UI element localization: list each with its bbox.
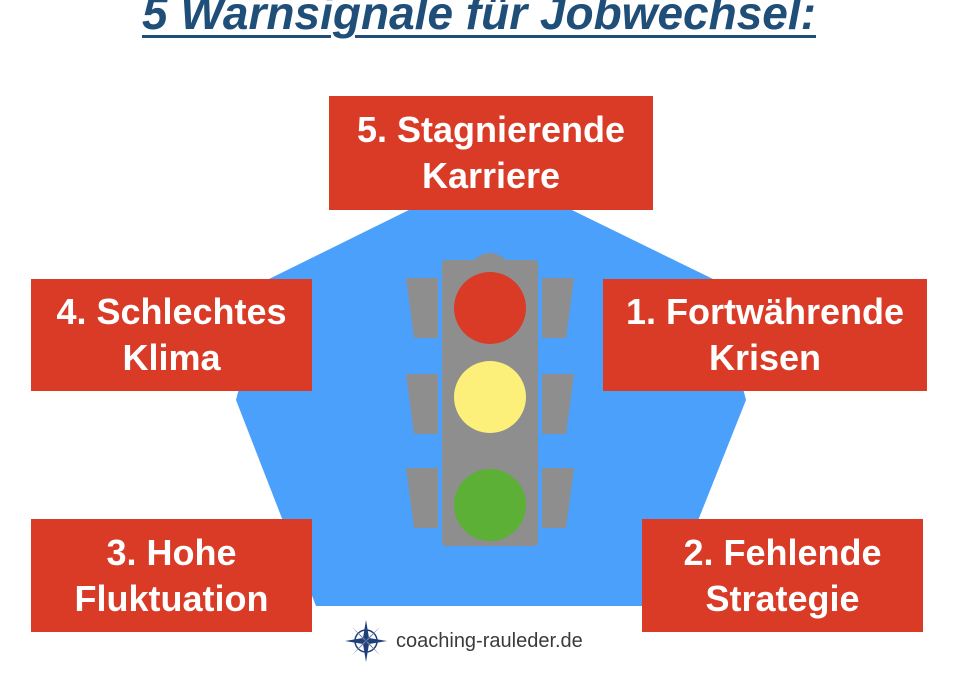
signal-2-line2: Strategie	[705, 577, 860, 619]
signal-4-line2: Klima	[122, 337, 221, 378]
signal-box-2: 2. Fehlende Strategie	[642, 519, 923, 632]
signal-box-1: 1. Fortwährende Krisen	[603, 279, 927, 391]
traffic-light-icon	[406, 253, 574, 546]
signal-box-5: 5. Stagnierende Karriere	[329, 96, 653, 210]
signal-3-line1: 3. Hohe	[106, 531, 237, 573]
signal-5-line1: 5. Stagnierende	[356, 109, 626, 150]
signal-1-line1: 1. Fortwährende	[625, 291, 905, 332]
signal-5-line2: Karriere	[421, 155, 561, 196]
signal-2-line1: 2. Fehlende	[683, 531, 882, 573]
green-light-icon	[454, 469, 526, 541]
page-title: 5 Warnsignale für Jobwechsel:	[141, 0, 816, 39]
compass-rose-icon	[345, 620, 387, 662]
footer-website-link[interactable]: coaching-rauleder.de	[396, 629, 583, 652]
yellow-light-icon	[454, 361, 526, 433]
signal-3-line2: Fluktuation	[74, 577, 269, 619]
red-light-icon	[454, 272, 526, 344]
signal-4-line1: 4. Schlechtes	[56, 291, 287, 332]
footer-brand[interactable]: coaching-rauleder.de	[344, 619, 583, 663]
signal-box-3: 3. Hohe Fluktuation	[31, 519, 312, 632]
signal-box-4: 4. Schlechtes Klima	[31, 279, 312, 391]
signal-1-line2: Krisen	[708, 337, 822, 378]
